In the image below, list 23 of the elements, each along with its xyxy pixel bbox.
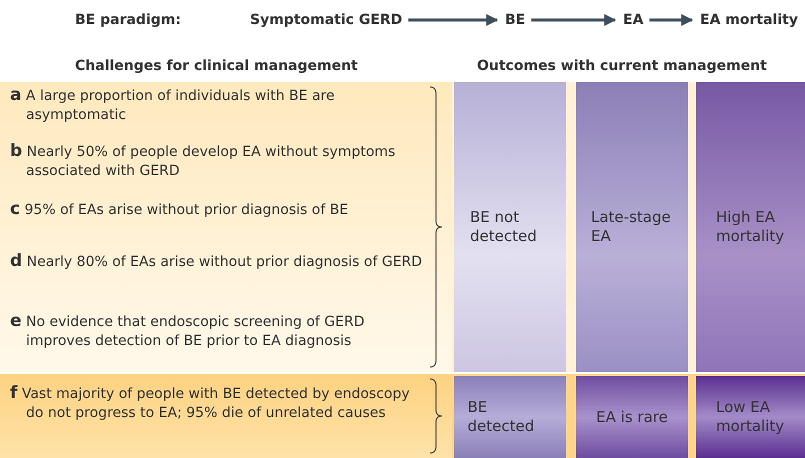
flow-label: Symptomatic GERD [250,12,402,28]
flow-label: EA mortality [700,12,798,28]
challenge-text: e No evidence that endoscopic screening of GERD improves detection of BE prior to EA diagnosis [10,312,366,351]
outcome-box: BE detected [454,376,566,458]
outcome-box: BE not detected [454,82,566,372]
challenge-panel [0,82,452,372]
flow-label: BE [505,12,526,28]
challenge-text: f Vast majority of people with BE detected by endoscopy do not progress to EA; 95% die of unrelated causes [10,384,411,423]
outcome-box: Low EA mortality [696,376,805,458]
arrow [649,14,694,26]
arrow [531,14,616,26]
heading-label: BE paradigm: [75,12,181,28]
challenge-text: a A large proportion of individuals with BE are asymptomatic [10,86,336,125]
challenge-text: d Nearly 80% of EAs arise without prior diagnosis of GERD [10,252,424,272]
challenge-panel [0,374,452,458]
outcome-box: EA is rare [576,376,688,458]
flow-label: EA [623,12,644,28]
column-heading: Outcomes with current management [477,58,767,74]
challenge-text: c 95% of EAs arise without prior diagnosis of BE [10,200,350,220]
arrow [408,14,498,26]
outcome-box: High EA mortality [696,82,805,372]
outcome-box: Late-stage EA [576,82,688,372]
challenge-text: b Nearly 50% of people develop EA without symptoms associated with GERD [10,142,396,181]
